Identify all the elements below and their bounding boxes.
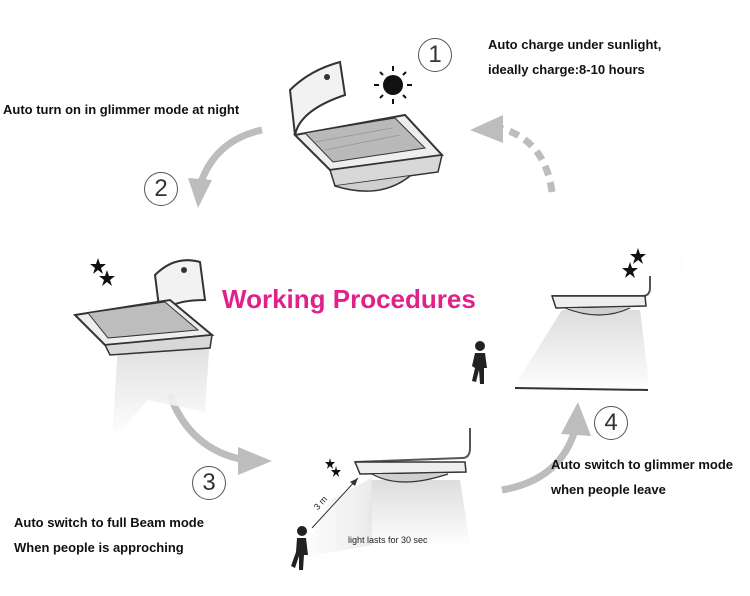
step-1-line: ideally charge:8-10 hours xyxy=(488,62,645,77)
star-icon xyxy=(90,258,115,286)
solar-lamp-icon xyxy=(300,428,471,558)
step-3-line: Auto switch to full Beam mode xyxy=(14,515,204,530)
step-number-badge: 4 xyxy=(594,406,628,440)
arrow-icon xyxy=(470,115,556,193)
arrow-icon xyxy=(188,126,263,208)
solar-lamp-icon xyxy=(512,276,651,392)
step-1-text: Auto charge under sunlight, ideally char… xyxy=(488,32,661,82)
step-3-line: When people is approching xyxy=(14,540,184,555)
page-title: Working Procedures xyxy=(222,284,476,314)
step-4-line: Auto switch to glimmer mode xyxy=(551,457,734,472)
step-4-text: Auto switch to glimmer mode when people … xyxy=(551,452,733,502)
person-icon xyxy=(472,341,487,384)
solar-lamp-icon xyxy=(72,259,215,440)
step-2-line: Auto turn on in glimmer mode at night xyxy=(3,102,240,117)
star-icon xyxy=(622,248,646,278)
step-number-badge: 1 xyxy=(418,38,452,72)
moon-icon xyxy=(60,252,88,288)
arrow-icon xyxy=(166,393,272,475)
person-icon xyxy=(291,526,308,570)
sun-icon xyxy=(374,66,412,104)
star-icon xyxy=(325,458,341,477)
step-1-line: Auto charge under sunlight, xyxy=(488,37,662,52)
moon-icon xyxy=(655,243,683,284)
moon-icon xyxy=(304,454,325,480)
duration-label: light lasts for 30 sec xyxy=(348,535,428,545)
step-number-badge: 2 xyxy=(144,172,178,206)
step-number-badge: 3 xyxy=(192,466,226,500)
arrow-icon xyxy=(501,402,591,494)
step-3-text: Auto switch to full Beam mode When peopl… xyxy=(14,510,204,560)
solar-lamp-icon xyxy=(288,60,445,192)
step-2-text: Auto turn on in glimmer mode at night xyxy=(3,97,239,122)
step-4-line: when people leave xyxy=(551,482,666,497)
